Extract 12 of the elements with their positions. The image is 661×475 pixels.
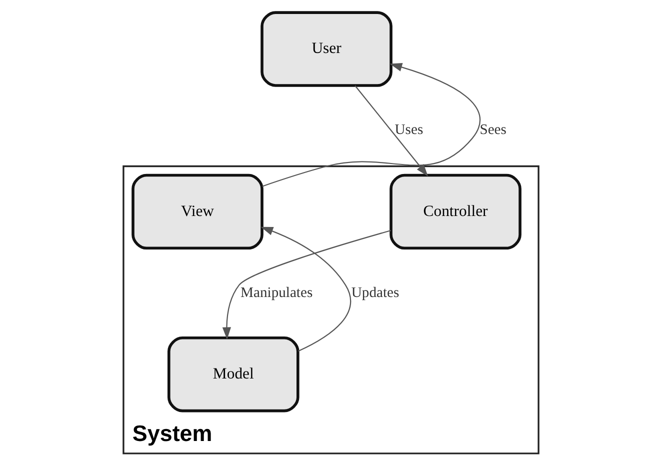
node-box: Controller xyxy=(389,174,521,250)
arrow xyxy=(262,63,480,187)
node-box: View xyxy=(131,174,263,250)
edge-label: Updates xyxy=(350,284,399,301)
arrow xyxy=(354,85,428,176)
node-box: User xyxy=(260,11,392,87)
edge-label: Manipulates xyxy=(240,284,312,301)
edge-label: Sees xyxy=(479,122,506,138)
arrow xyxy=(222,230,390,340)
arrow xyxy=(260,226,351,352)
edge-label: Uses xyxy=(394,122,423,138)
node-box: Model xyxy=(167,336,299,412)
